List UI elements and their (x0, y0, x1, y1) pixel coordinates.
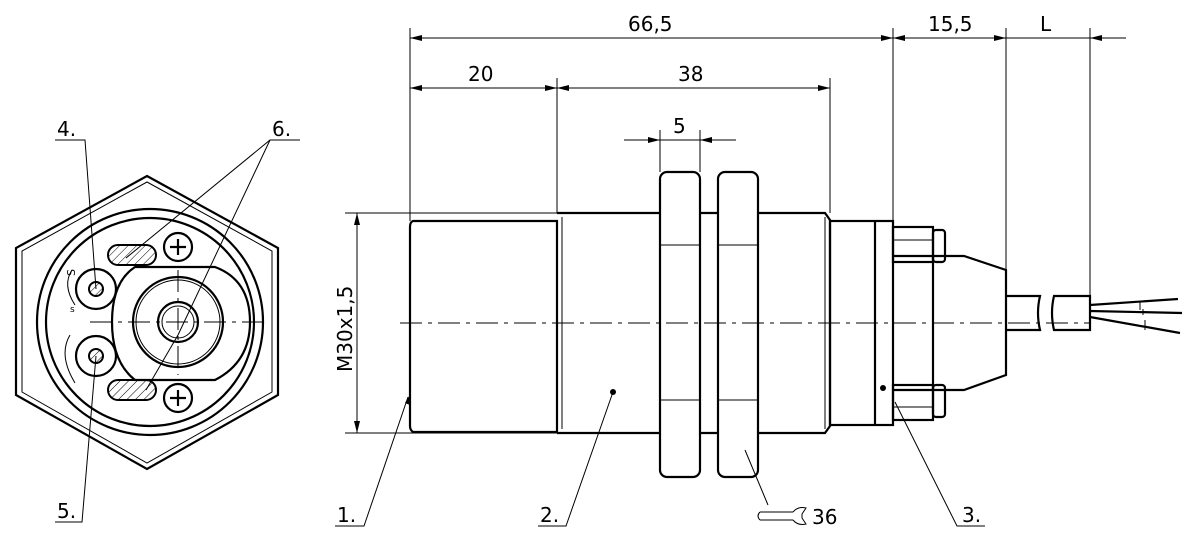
adjustment-plate (110, 265, 252, 382)
dim-connector-length: 15,5 (893, 12, 1006, 41)
lock-nut-1 (658, 170, 702, 479)
cable-segment-2 (1050, 294, 1092, 332)
dim-text: M30x1,5 (333, 286, 357, 372)
cable-gland (893, 254, 1008, 392)
rotation-arc-icon (67, 269, 76, 306)
bolt-lower (891, 383, 947, 422)
hex-nut-inner-chamfer (21, 181, 273, 464)
callout-label: 5. (57, 499, 76, 523)
bolt-upper (891, 225, 947, 264)
dim-wrench-size: 36 (744, 449, 837, 529)
callout-5: 5. (55, 355, 97, 523)
callout-label: 4. (57, 117, 76, 141)
callout-2: 2. (538, 389, 616, 527)
wrench-icon (757, 507, 807, 525)
marking-s-upper: S (65, 269, 78, 276)
dim-cable-length: L (1006, 12, 1126, 41)
hex-nut-outline (14, 174, 280, 471)
marking-s-lower: s (70, 305, 75, 315)
callout-4: 4. (55, 117, 97, 290)
dim-text: 15,5 (928, 12, 973, 36)
screw-upper (162, 231, 194, 263)
dim-overall-length: 66,5 (410, 12, 893, 41)
callout-label: 2. (540, 503, 559, 527)
side-view: 66,5 15,5 L 20 38 5 M30x1,5 (333, 12, 1183, 529)
dim-nut-thickness: 5 (624, 114, 736, 143)
callout-6: 6. (125, 117, 300, 391)
screw-lower (162, 382, 194, 414)
cable-wires (1089, 297, 1183, 335)
dim-text: 5 (673, 114, 686, 138)
led-window-upper (107, 244, 157, 266)
dim-text: 36 (812, 505, 837, 529)
dim-text: 20 (468, 62, 493, 86)
dim-front-length: 20 (410, 62, 557, 91)
rotation-arc-lower-icon (64, 334, 76, 384)
dim-thread-length: 38 (557, 62, 830, 91)
callout-label: 6. (272, 117, 291, 141)
sensitivity-pot-upper (74, 267, 118, 311)
phillips-cross-icon (170, 239, 186, 255)
callout-3: 3. (894, 401, 985, 527)
dim-text: 38 (678, 62, 703, 86)
lock-nut-2 (716, 170, 760, 479)
dim-thread-diameter: M30x1,5 (333, 213, 360, 433)
part-3-marker (880, 385, 886, 391)
dim-text: L (1040, 12, 1052, 36)
end-view: S s 4. 6. 5. (14, 117, 300, 523)
callout-label: 3. (962, 503, 981, 527)
phillips-cross-icon (170, 390, 186, 406)
mode-switch-lower (74, 334, 118, 378)
callout-1: 1. (335, 393, 411, 527)
sensor-front-cap (408, 219, 559, 434)
callout-label: 1. (337, 503, 356, 527)
extension-lines (345, 28, 1091, 434)
led-window-lower (107, 379, 157, 401)
cable-segment-1 (1006, 294, 1042, 332)
dim-text: 66,5 (628, 12, 673, 36)
